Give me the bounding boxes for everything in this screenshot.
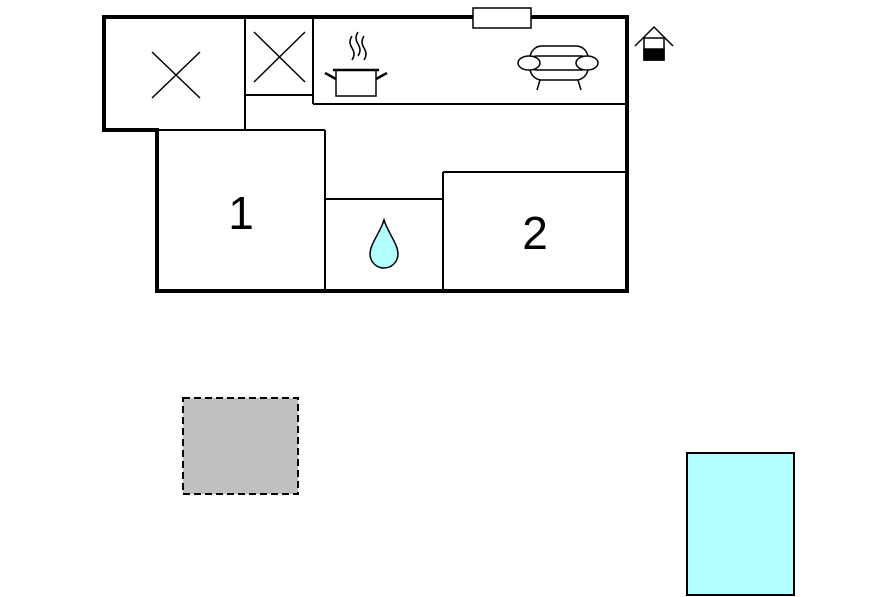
closet-cross-icon (253, 31, 306, 83)
storage-room-cross-icon (151, 51, 201, 99)
cooking-pot-icon (324, 31, 388, 97)
interior-walls (157, 19, 625, 289)
bedroom-1-number: 1 (228, 187, 254, 239)
window-icon (472, 7, 532, 29)
bedroom-2-number: 2 (522, 207, 548, 259)
water-drop-icon (369, 217, 399, 269)
outer-wall (102, 15, 629, 293)
pool (686, 452, 795, 596)
sofa-icon (517, 45, 599, 91)
terrace (182, 397, 299, 495)
house-icon (634, 25, 674, 61)
